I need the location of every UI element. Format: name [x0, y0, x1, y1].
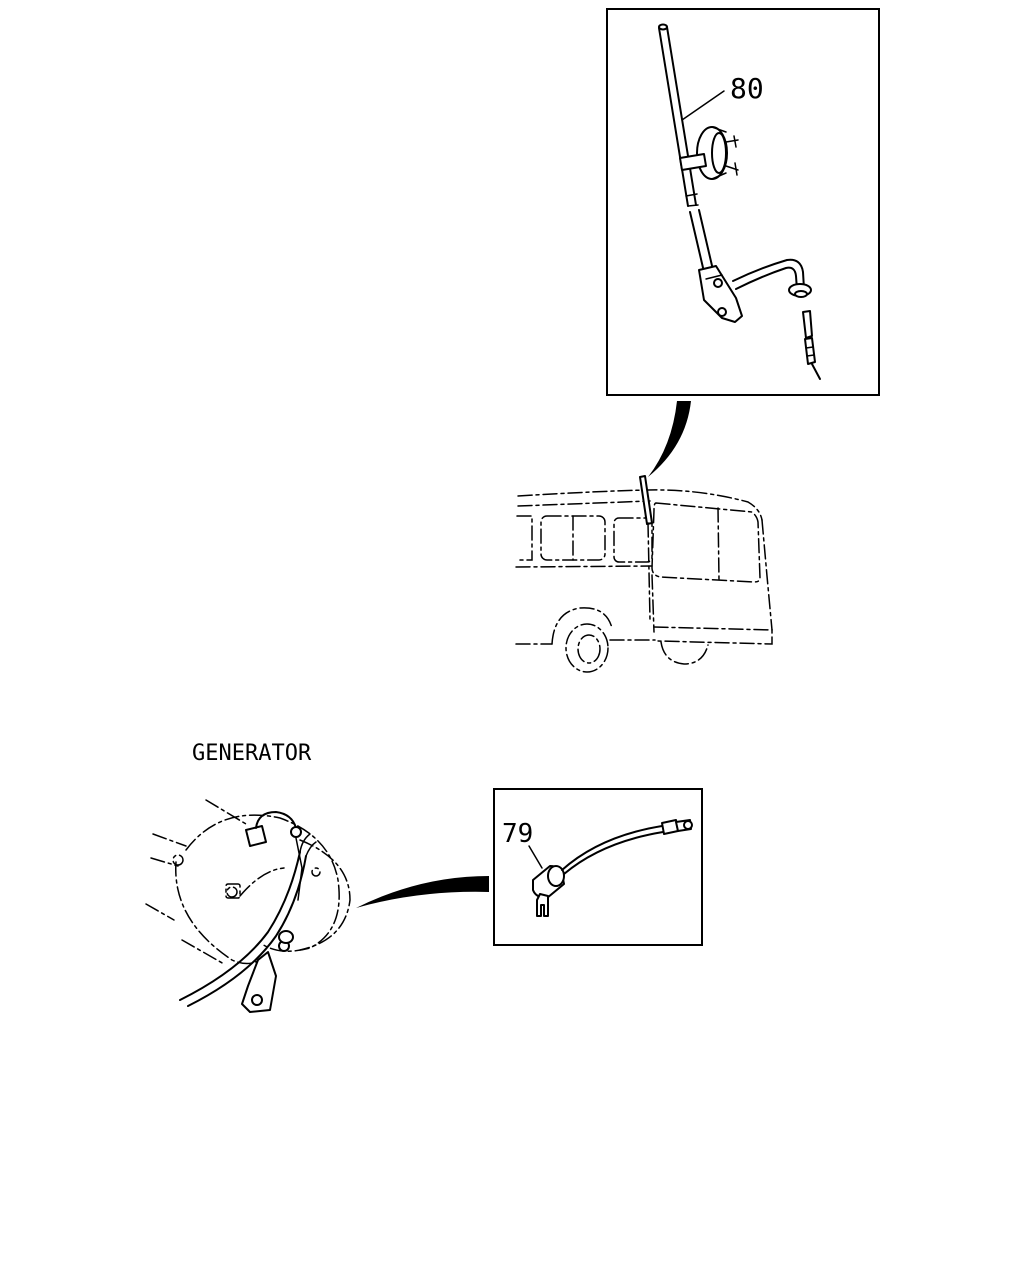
generator-caption: GENERATOR — [192, 741, 312, 766]
condenser-detail-box: 79 — [493, 788, 703, 946]
antenna-part-number: 80 — [730, 72, 764, 105]
condenser-part — [532, 819, 693, 917]
bus-illustration — [515, 475, 773, 673]
condenser-leader-line — [528, 845, 543, 869]
condenser-part-number: 79 — [502, 819, 533, 849]
antenna-mount-nut — [679, 126, 739, 180]
antenna-base-bracket — [698, 265, 743, 323]
antenna-mast — [658, 23, 714, 273]
antenna-callout-pointer — [648, 401, 691, 477]
generator-illustration — [145, 799, 351, 1013]
antenna-cable — [732, 258, 821, 380]
antenna-detail-box: 80 — [606, 8, 880, 396]
antenna-leader-line — [681, 90, 725, 121]
condenser-callout-pointer — [356, 876, 489, 908]
